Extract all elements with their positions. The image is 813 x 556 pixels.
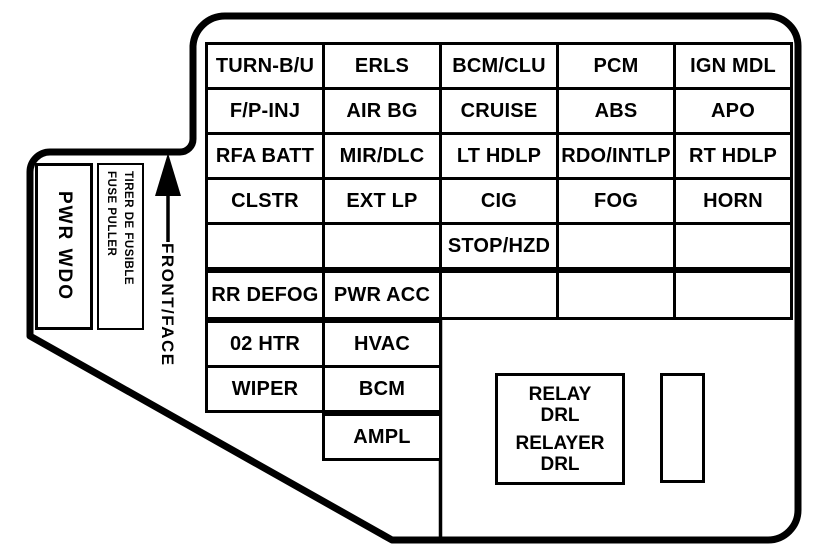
fuse-grid-middle-row: RR DEFOG PWR ACC [205,270,793,320]
fuse-cell-empty [208,225,322,267]
fuse-cell-empty [559,273,673,317]
fuse-cell: IGN MDL [676,45,790,87]
fuse-cell: PCM [559,45,673,87]
fuse-cell: RDO/INTLP [559,135,673,177]
pwr-wdo-label: PWR WDO [54,191,75,302]
front-face-label: FRONT/FACE [158,243,177,367]
fuse-cell: APO [676,90,790,132]
fuse-cell: TURN-B/U [208,45,322,87]
fuse-cell: 02 HTR [208,323,322,365]
fuse-cell: MIR/DLC [325,135,439,177]
fuse-cell: EXT LP [325,180,439,222]
fuse-cell: F/P-INJ [208,90,322,132]
fuse-cell: WIPER [208,368,322,410]
fuse-cell: AMPL [325,416,439,458]
fuse-cell: CLSTR [208,180,322,222]
fuse-cell-empty [442,273,556,317]
fuse-cell-empty [676,225,790,267]
fuse-grid-ampl: AMPL [322,413,442,461]
relay-drl-box: RELAY DRL RELAYER DRL [495,373,625,485]
fuse-puller-box: FUSE PULLER TIRER DE FUSIBLE [97,163,144,330]
fuse-cell: HORN [676,180,790,222]
enclosure-outline [26,12,802,544]
fuse-cell: BCM [325,368,439,410]
fuse-cell: CRUISE [442,90,556,132]
fuse-puller-label-fr: TIRER DE FUSIBLE [122,171,134,286]
fuse-cell-empty [559,225,673,267]
fuse-cell: AIR BG [325,90,439,132]
fuse-grid-upper: TURN-B/U ERLS BCM/CLU PCM IGN MDL F/P-IN… [205,42,793,270]
fuse-cell: HVAC [325,323,439,365]
front-face-arrow-icon [155,153,181,242]
relay-box-line: RELAYER [515,432,605,454]
fuse-cell: RFA BATT [208,135,322,177]
fuse-puller-label-en: FUSE PULLER [105,171,117,257]
fuse-cell-empty [325,225,439,267]
pwr-wdo-box: PWR WDO [35,163,93,330]
fuse-cell: PWR ACC [325,273,439,317]
fuse-cell: ABS [559,90,673,132]
fuse-cell: STOP/HZD [442,225,556,267]
fuse-cell: RR DEFOG [208,273,322,317]
fuse-grid-lower-left: 02 HTR HVAC WIPER BCM [205,320,442,413]
fuse-cell: FOG [559,180,673,222]
fuse-cell: RT HDLP [676,135,790,177]
fuse-cell: ERLS [325,45,439,87]
relay-box-line: DRL [540,453,580,475]
relay-box-line: RELAY [528,383,592,405]
fuse-cell: CIG [442,180,556,222]
fuse-cell: BCM/CLU [442,45,556,87]
relay-box-line: DRL [540,404,580,426]
fuse-cell-empty [676,273,790,317]
empty-relay-slot [660,373,705,483]
fuse-cell: LT HDLP [442,135,556,177]
